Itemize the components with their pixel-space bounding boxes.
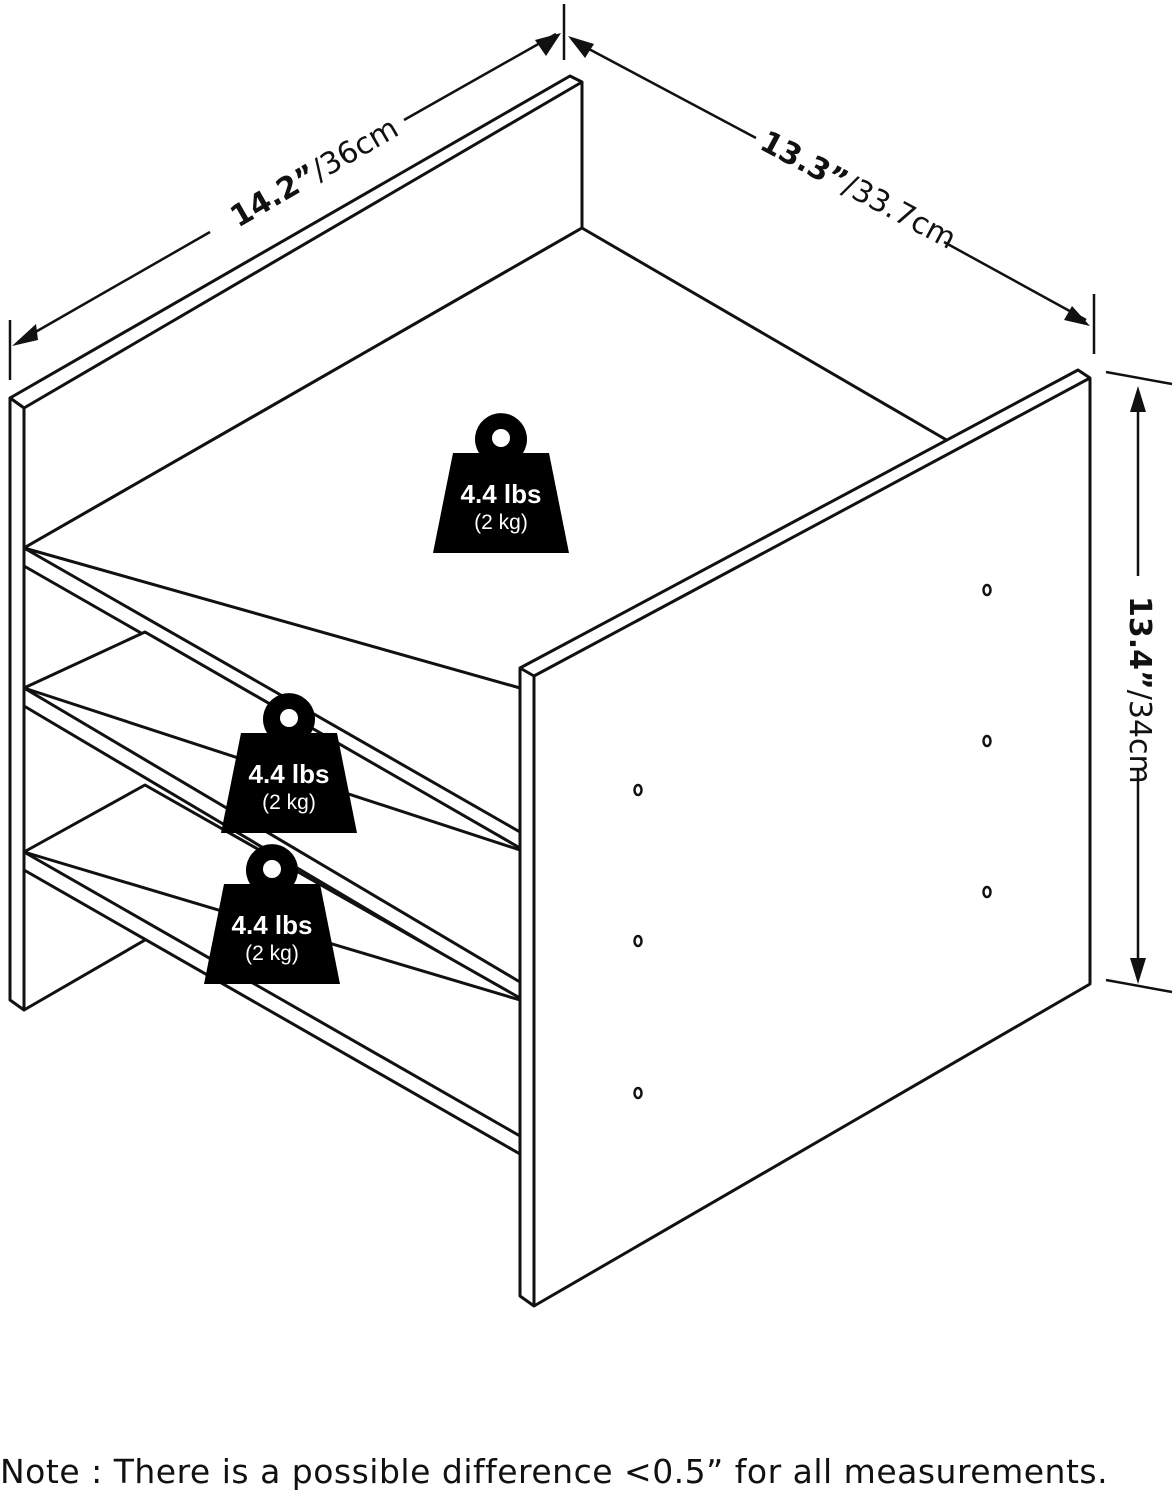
pin-hole (633, 934, 643, 948)
weight-icon (433, 413, 569, 553)
width-dimension (8, 4, 566, 380)
weight-badge-top: 4.4 lbs (2 kg) (433, 413, 569, 553)
left-side-panel (8, 396, 26, 1012)
weight-value: 4.4 lbs (461, 479, 542, 509)
pin-hole (982, 583, 992, 597)
left-panel-bottom-edge (23, 938, 146, 1012)
pin-hole (982, 885, 992, 899)
height-label: 13.4”/34cm (1122, 596, 1157, 784)
weight-metric: (2 kg) (262, 791, 316, 814)
pin-hole (982, 734, 992, 748)
weight-icon (221, 693, 357, 833)
weight-metric: (2 kg) (474, 511, 528, 534)
weight-badge-bottom: 4.4 lbs (2 kg) (204, 844, 340, 984)
weight-icon (204, 844, 340, 984)
pin-hole (633, 783, 643, 797)
depth-dimension (568, 36, 1096, 354)
weight-badge-middle: 4.4 lbs (2 kg) (221, 693, 357, 833)
right-side-panel (518, 368, 1092, 1308)
measurement-note: Note : There is a possible difference <0… (0, 1452, 1109, 1491)
weight-metric: (2 kg) (245, 942, 299, 965)
pin-hole (633, 1086, 643, 1100)
height-dimension (1105, 370, 1173, 994)
weight-value: 4.4 lbs (232, 910, 313, 940)
depth-label: 13.3”/33.7cm (754, 124, 961, 256)
weight-value: 4.4 lbs (249, 759, 330, 789)
